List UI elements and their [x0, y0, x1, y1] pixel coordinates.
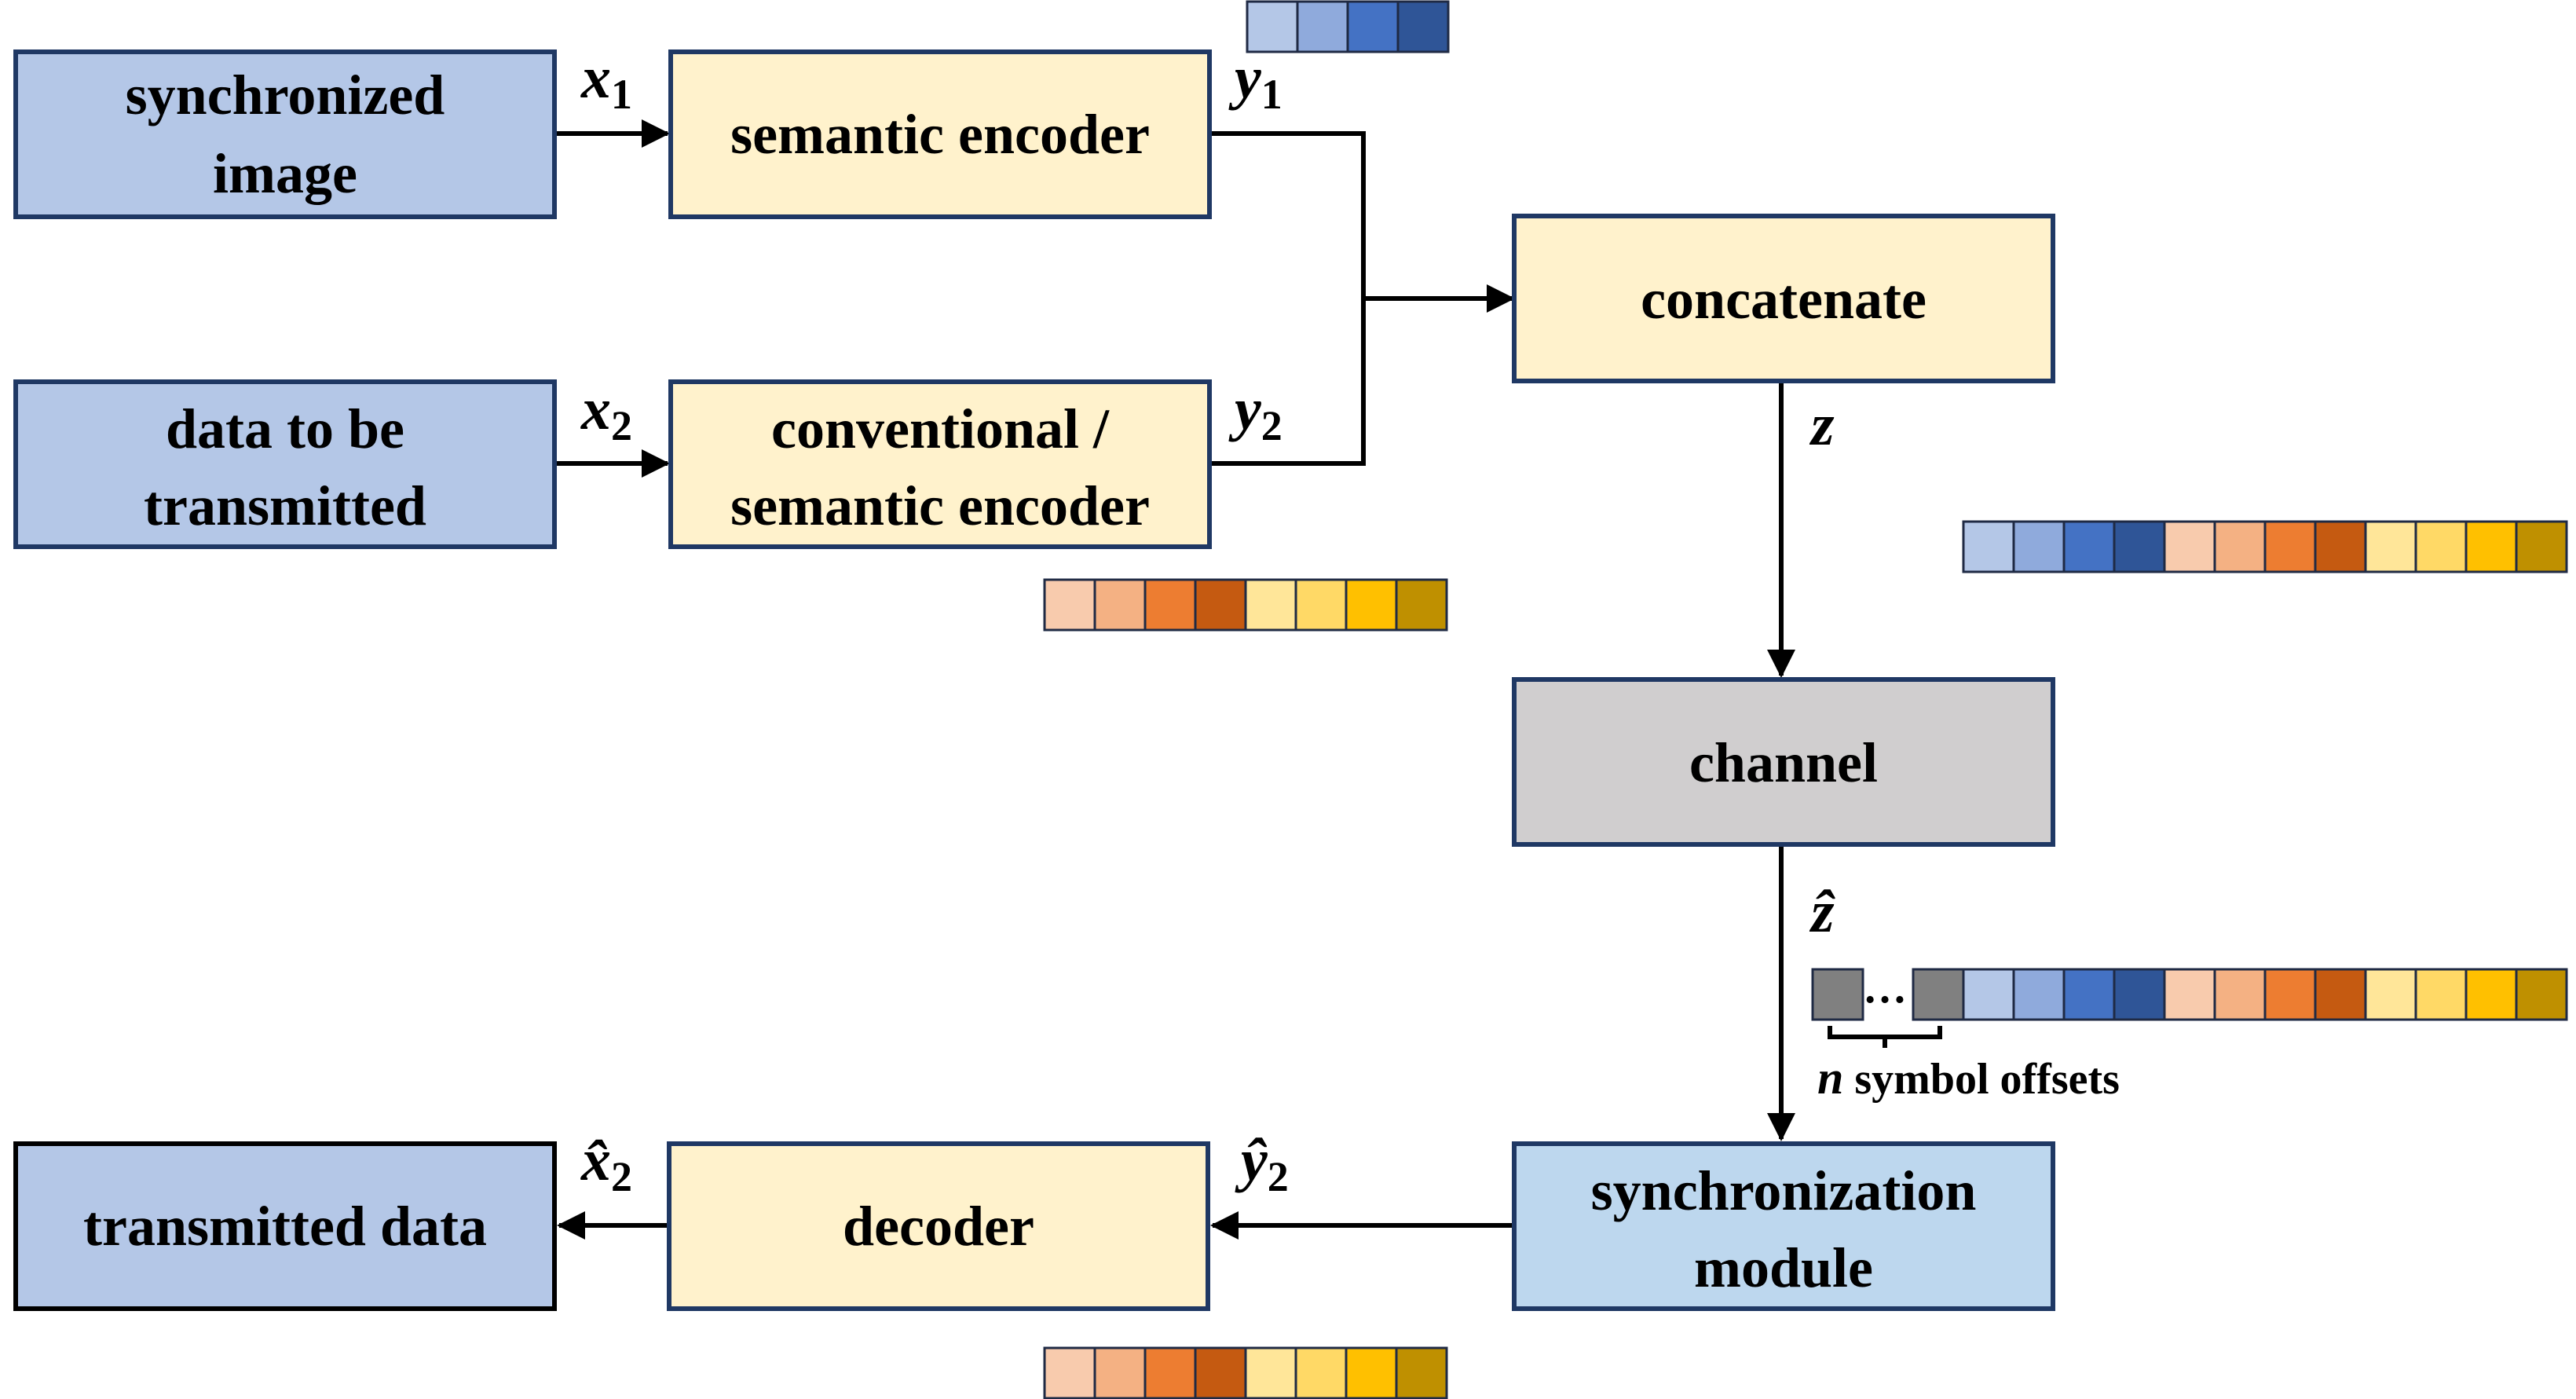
y2-symbol-cell	[1345, 578, 1398, 632]
conventional-encoder-label-line2: semantic encoder	[730, 474, 1150, 537]
z-symbol-cell	[2314, 520, 2367, 573]
signal-y2: y2	[1228, 376, 1283, 449]
z-symbol-cell	[2012, 520, 2066, 573]
z-hat-symbol-cell	[2012, 968, 2066, 1021]
y2-hat-symbol-cell	[1244, 1346, 1297, 1399]
symbol-strip-z	[1962, 520, 2568, 573]
y2-hat-symbol-cell	[1395, 1346, 1448, 1399]
conventional-encoder-label-line1: conventional /	[771, 397, 1110, 460]
decoder-box: decoder	[667, 1141, 1210, 1311]
y2-hat-symbol-cell	[1043, 1346, 1096, 1399]
signal-y2-hat: ŷ2	[1235, 1127, 1289, 1200]
signal-z: z	[1809, 392, 1835, 458]
concatenate-box: concatenate	[1512, 214, 2055, 383]
y2-hat-symbol-cell	[1093, 1346, 1147, 1399]
z-symbol-cell	[2113, 520, 2166, 573]
z-symbol-cell	[2213, 520, 2267, 573]
y2-symbol-cell	[1093, 578, 1147, 632]
offset-ellipsis: …	[1863, 964, 1907, 1013]
synchronized-image-label-line2: image	[213, 142, 357, 205]
symbol-strip-y2-hat	[1043, 1346, 1448, 1399]
z-symbol-cell	[2414, 520, 2468, 573]
symbol-strip-y1	[1246, 0, 1450, 53]
transmitted-data-label: transmitted data	[83, 1195, 487, 1258]
signal-x2-hat: x̂2	[580, 1127, 632, 1200]
z-hat-symbol-cell	[2163, 968, 2216, 1021]
offset-symbol-cell	[1811, 968, 1864, 1021]
y2-symbol-cell	[1194, 578, 1247, 632]
transmitted-data-box: transmitted data	[13, 1141, 557, 1311]
synchronized-image-box: synchronized image	[13, 49, 557, 219]
signal-x1: x1	[580, 45, 632, 118]
semantic-encoder-label: semantic encoder	[730, 103, 1150, 166]
y2-hat-symbol-cell	[1143, 1346, 1197, 1399]
signal-x2: x2	[580, 376, 632, 449]
decoder-label: decoder	[843, 1195, 1034, 1258]
channel-box: channel	[1512, 677, 2055, 847]
z-symbol-cell	[2263, 520, 2317, 573]
y2-hat-symbol-cell	[1345, 1346, 1398, 1399]
synchronization-module-label-line1: synchronization	[1591, 1159, 1977, 1222]
data-to-be-transmitted-label-line1: data to be	[166, 397, 404, 460]
signal-z-hat: ẑ	[1809, 879, 1835, 945]
offset-symbol-cell	[1912, 968, 1965, 1021]
z-hat-symbol-cell	[2364, 968, 2417, 1021]
synchronization-module-label-line2: module	[1694, 1236, 1873, 1299]
z-hat-symbol-cell	[2515, 968, 2568, 1021]
signal-y1: y1	[1228, 45, 1283, 118]
z-symbol-cell	[1962, 520, 2015, 573]
offset-label: n symbol offsets	[1817, 1052, 2120, 1104]
y2-symbol-cell	[1244, 578, 1297, 632]
y2-symbol-cell	[1143, 578, 1197, 632]
conventional-semantic-encoder-box: conventional / semantic encoder	[668, 379, 1212, 549]
z-hat-symbol-cell	[2113, 968, 2166, 1021]
z-hat-symbol-cell	[2213, 968, 2267, 1021]
y2-hat-symbol-cell	[1194, 1346, 1247, 1399]
y1-symbol-cell	[1296, 0, 1349, 53]
y2-symbol-cell	[1395, 578, 1448, 632]
offset-brace	[1828, 1026, 1942, 1048]
z-hat-symbol-cell	[2414, 968, 2468, 1021]
z-symbol-cell	[2364, 520, 2417, 573]
y2-symbol-cell	[1294, 578, 1348, 632]
z-hat-symbol-cell	[1962, 968, 2015, 1021]
y1-symbol-cell	[1346, 0, 1400, 53]
z-symbol-cell	[2163, 520, 2216, 573]
z-hat-symbol-cell	[2062, 968, 2116, 1021]
synchronized-image-label-line1: synchronized	[126, 64, 445, 126]
edge-y1-to-junction	[1209, 131, 1366, 298]
z-hat-symbol-cell	[2263, 968, 2317, 1021]
z-symbol-cell	[2464, 520, 2518, 573]
y1-symbol-cell	[1396, 0, 1450, 53]
z-symbol-cell	[2515, 520, 2568, 573]
symbol-strip-z-hat	[1811, 968, 2568, 1021]
edge-y2-to-junction	[1209, 298, 1366, 466]
z-symbol-cell	[2062, 520, 2116, 573]
symbol-strip-y2	[1043, 578, 1448, 632]
y1-symbol-cell	[1246, 0, 1299, 53]
channel-label: channel	[1689, 731, 1878, 794]
z-hat-symbol-cell	[2464, 968, 2518, 1021]
y2-hat-symbol-cell	[1294, 1346, 1348, 1399]
y2-symbol-cell	[1043, 578, 1096, 632]
z-hat-symbol-cell	[2314, 968, 2367, 1021]
semantic-encoder-box: semantic encoder	[668, 49, 1212, 219]
data-to-be-transmitted-label-line2: transmitted	[144, 474, 426, 537]
synchronization-module-box: synchronization module	[1512, 1141, 2055, 1311]
data-to-be-transmitted-box: data to be transmitted	[13, 379, 557, 549]
concatenate-label: concatenate	[1641, 268, 1927, 331]
